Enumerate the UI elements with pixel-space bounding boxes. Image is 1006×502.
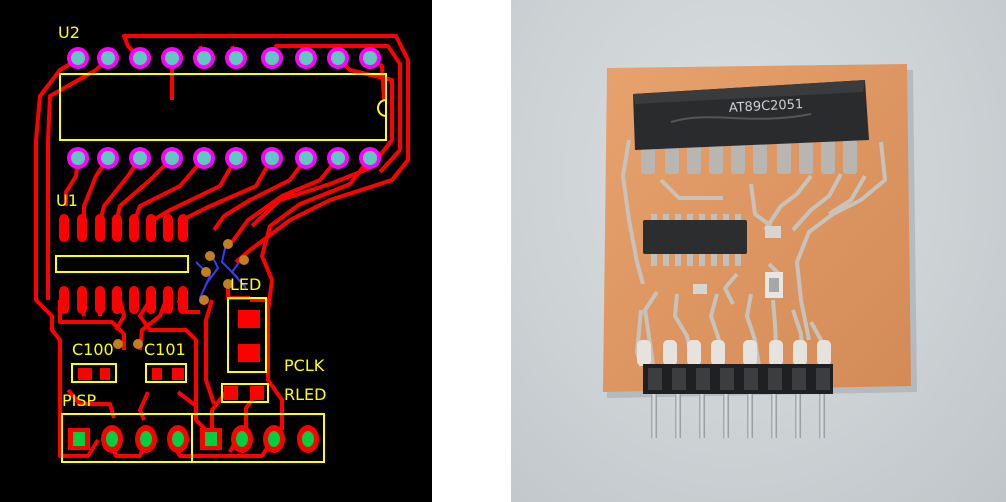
label-u2: U2 [58, 23, 80, 42]
label-pclk: PCLK [284, 356, 325, 375]
label-led: LED [230, 275, 262, 294]
u1-pads [59, 214, 188, 314]
pin-header [643, 364, 833, 438]
label-rled: RLED [284, 385, 327, 404]
label-u1: U1 [56, 191, 78, 210]
label-c100: C100 [72, 340, 114, 359]
pcb-artwork [34, 34, 410, 463]
board-photo-artwork: AT89C2051 [603, 64, 917, 438]
header-solder-pads [637, 340, 831, 366]
bottom-layer-traces [195, 243, 247, 299]
smd-passives [693, 226, 783, 298]
dip-ic-package [633, 80, 869, 174]
pcb-layout-view: U2 U1 LED C100 C101 PCLK RLED PISP [0, 0, 432, 502]
vias [113, 239, 249, 349]
smd-component-pads [78, 310, 264, 400]
assembled-board-photo: AT89C2051 [511, 0, 1006, 502]
label-pisp: PISP [62, 391, 97, 410]
header-pads [68, 425, 319, 453]
ic-marking: AT89C2051 [728, 97, 803, 116]
silkscreen-outlines [55, 73, 387, 463]
u2-notch [377, 99, 387, 117]
smd-ic-package [643, 214, 747, 266]
u2-pads [67, 47, 381, 169]
label-c101: C101 [144, 340, 186, 359]
